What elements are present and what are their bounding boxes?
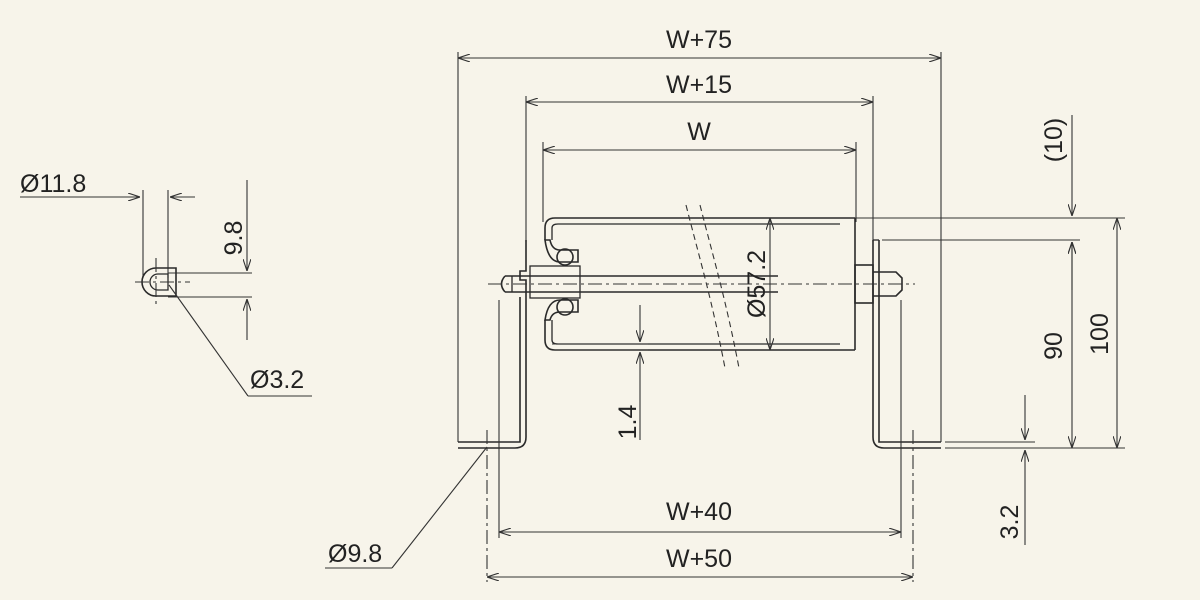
dim-32-label: 3.2: [996, 505, 1024, 540]
dim-10-label: (10): [1040, 118, 1068, 162]
dim-w-label: W: [687, 118, 711, 146]
detail-98-label: 9.8: [220, 221, 248, 256]
detail-d118-label: Ø11.8: [20, 170, 86, 198]
conveyor-assembly: [457, 52, 942, 582]
dim-d57-label: Ø57.2: [743, 250, 771, 318]
vertical-dimensions: Ø57.2 (10) 90 100 3.2 1.4: [552, 115, 1125, 545]
dim-14-label: 1.4: [614, 405, 642, 440]
dim-100-label: 100: [1086, 313, 1114, 355]
dim-90-label: 90: [1040, 332, 1068, 360]
horizontal-dimensions: W+75 W+15 W W+40 W+50: [458, 26, 941, 577]
dim-w40-label: W+40: [666, 498, 732, 526]
pin-detail: Ø11.8 9.8 Ø3.2: [20, 170, 312, 397]
dim-w75-label: W+75: [666, 26, 732, 54]
hole-leader: Ø9.8: [325, 446, 488, 569]
dim-w15-label: W+15: [666, 71, 732, 99]
dim-d98-label: Ø9.8: [328, 540, 382, 568]
detail-d32-label: Ø3.2: [250, 366, 304, 394]
dim-w50-label: W+50: [666, 545, 732, 573]
